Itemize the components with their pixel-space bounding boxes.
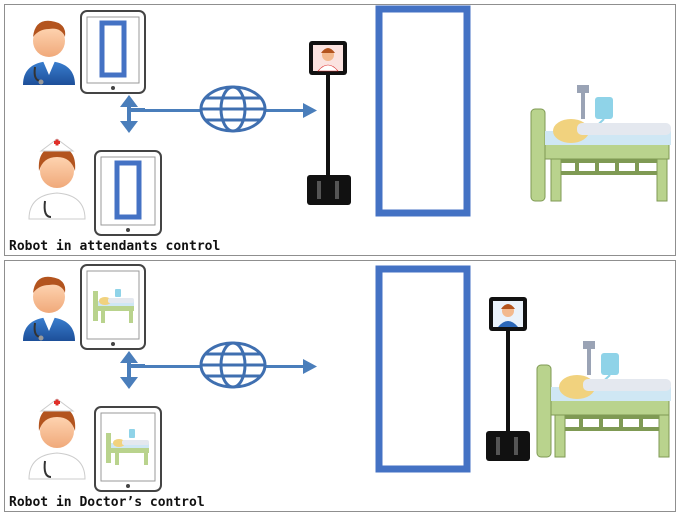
double-arrow-icon: [120, 95, 138, 133]
doctor-tablet: [80, 10, 146, 94]
nurse-icon: [28, 138, 86, 220]
panel-attendants-control: Robot in attendants control: [4, 4, 676, 256]
mini-bed-icon: [93, 289, 134, 323]
hospital-bed-icon: [530, 85, 671, 202]
nurse-icon: [28, 398, 86, 480]
robot-icon: [307, 41, 351, 205]
mini-bed-icon: [106, 429, 149, 465]
door-frame: [375, 265, 471, 473]
scene-attendants: [23, 5, 671, 236]
hospital-bed-icon: [536, 341, 671, 458]
robot-icon: [486, 297, 530, 461]
panel-caption: Robot in Doctor’s control: [9, 495, 205, 510]
panel-caption: Robot in attendants control: [9, 239, 221, 254]
panel-doctor-control: Robot in Doctor’s control: [4, 260, 676, 512]
doctor-tablet: [80, 264, 146, 350]
globe-icon: [199, 85, 267, 133]
nurse-tablet: [94, 150, 162, 236]
doctor-icon: [23, 276, 75, 341]
nurse-tablet: [94, 406, 162, 492]
doctor-icon: [23, 20, 75, 85]
scene-doctor: [23, 264, 671, 492]
door-frame: [375, 5, 471, 217]
double-arrow-icon: [120, 351, 138, 389]
globe-icon: [199, 341, 267, 389]
